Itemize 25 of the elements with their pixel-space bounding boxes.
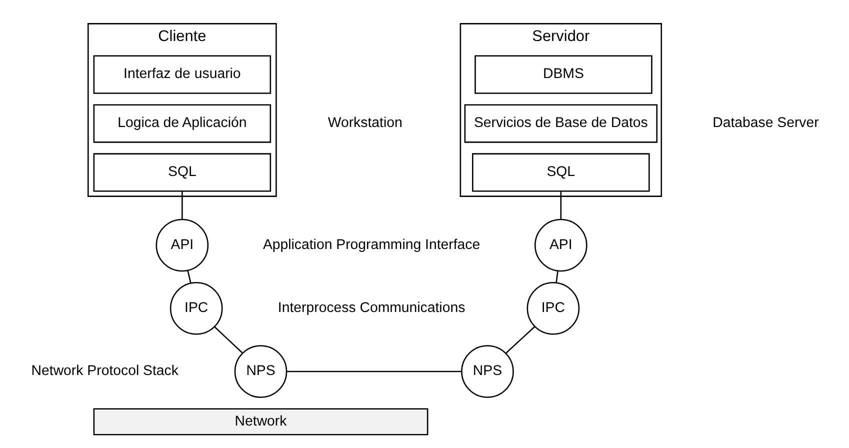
connector (555, 271, 558, 283)
label: Workstation (327, 115, 402, 132)
node-box: Network (92, 408, 428, 436)
node-circle: NPS (234, 345, 287, 398)
node-box: Logica de Aplicación (92, 104, 271, 143)
label: Network Protocol Stack (30, 363, 178, 380)
label: Database Server (712, 115, 818, 132)
node-circle: API (155, 218, 208, 272)
label: Interprocess Communications (277, 300, 465, 316)
connector (186, 270, 191, 284)
node-box: Interfaz de usuario (92, 55, 271, 94)
label: Application Programming Interface (262, 236, 480, 253)
connector (181, 191, 182, 220)
connector (286, 370, 462, 372)
connector (505, 326, 535, 354)
node-circle: API (534, 218, 587, 272)
node-circle: IPC (526, 282, 580, 335)
node-box: SQL (472, 153, 650, 192)
node-box: SQL (92, 153, 271, 192)
node-box: DBMS (474, 55, 652, 94)
connector (214, 326, 242, 354)
node-box: Servicios de Base de Datos (464, 104, 658, 143)
node-circle: NPS (460, 345, 514, 398)
node-circle: IPC (169, 282, 222, 335)
connector (560, 191, 562, 220)
